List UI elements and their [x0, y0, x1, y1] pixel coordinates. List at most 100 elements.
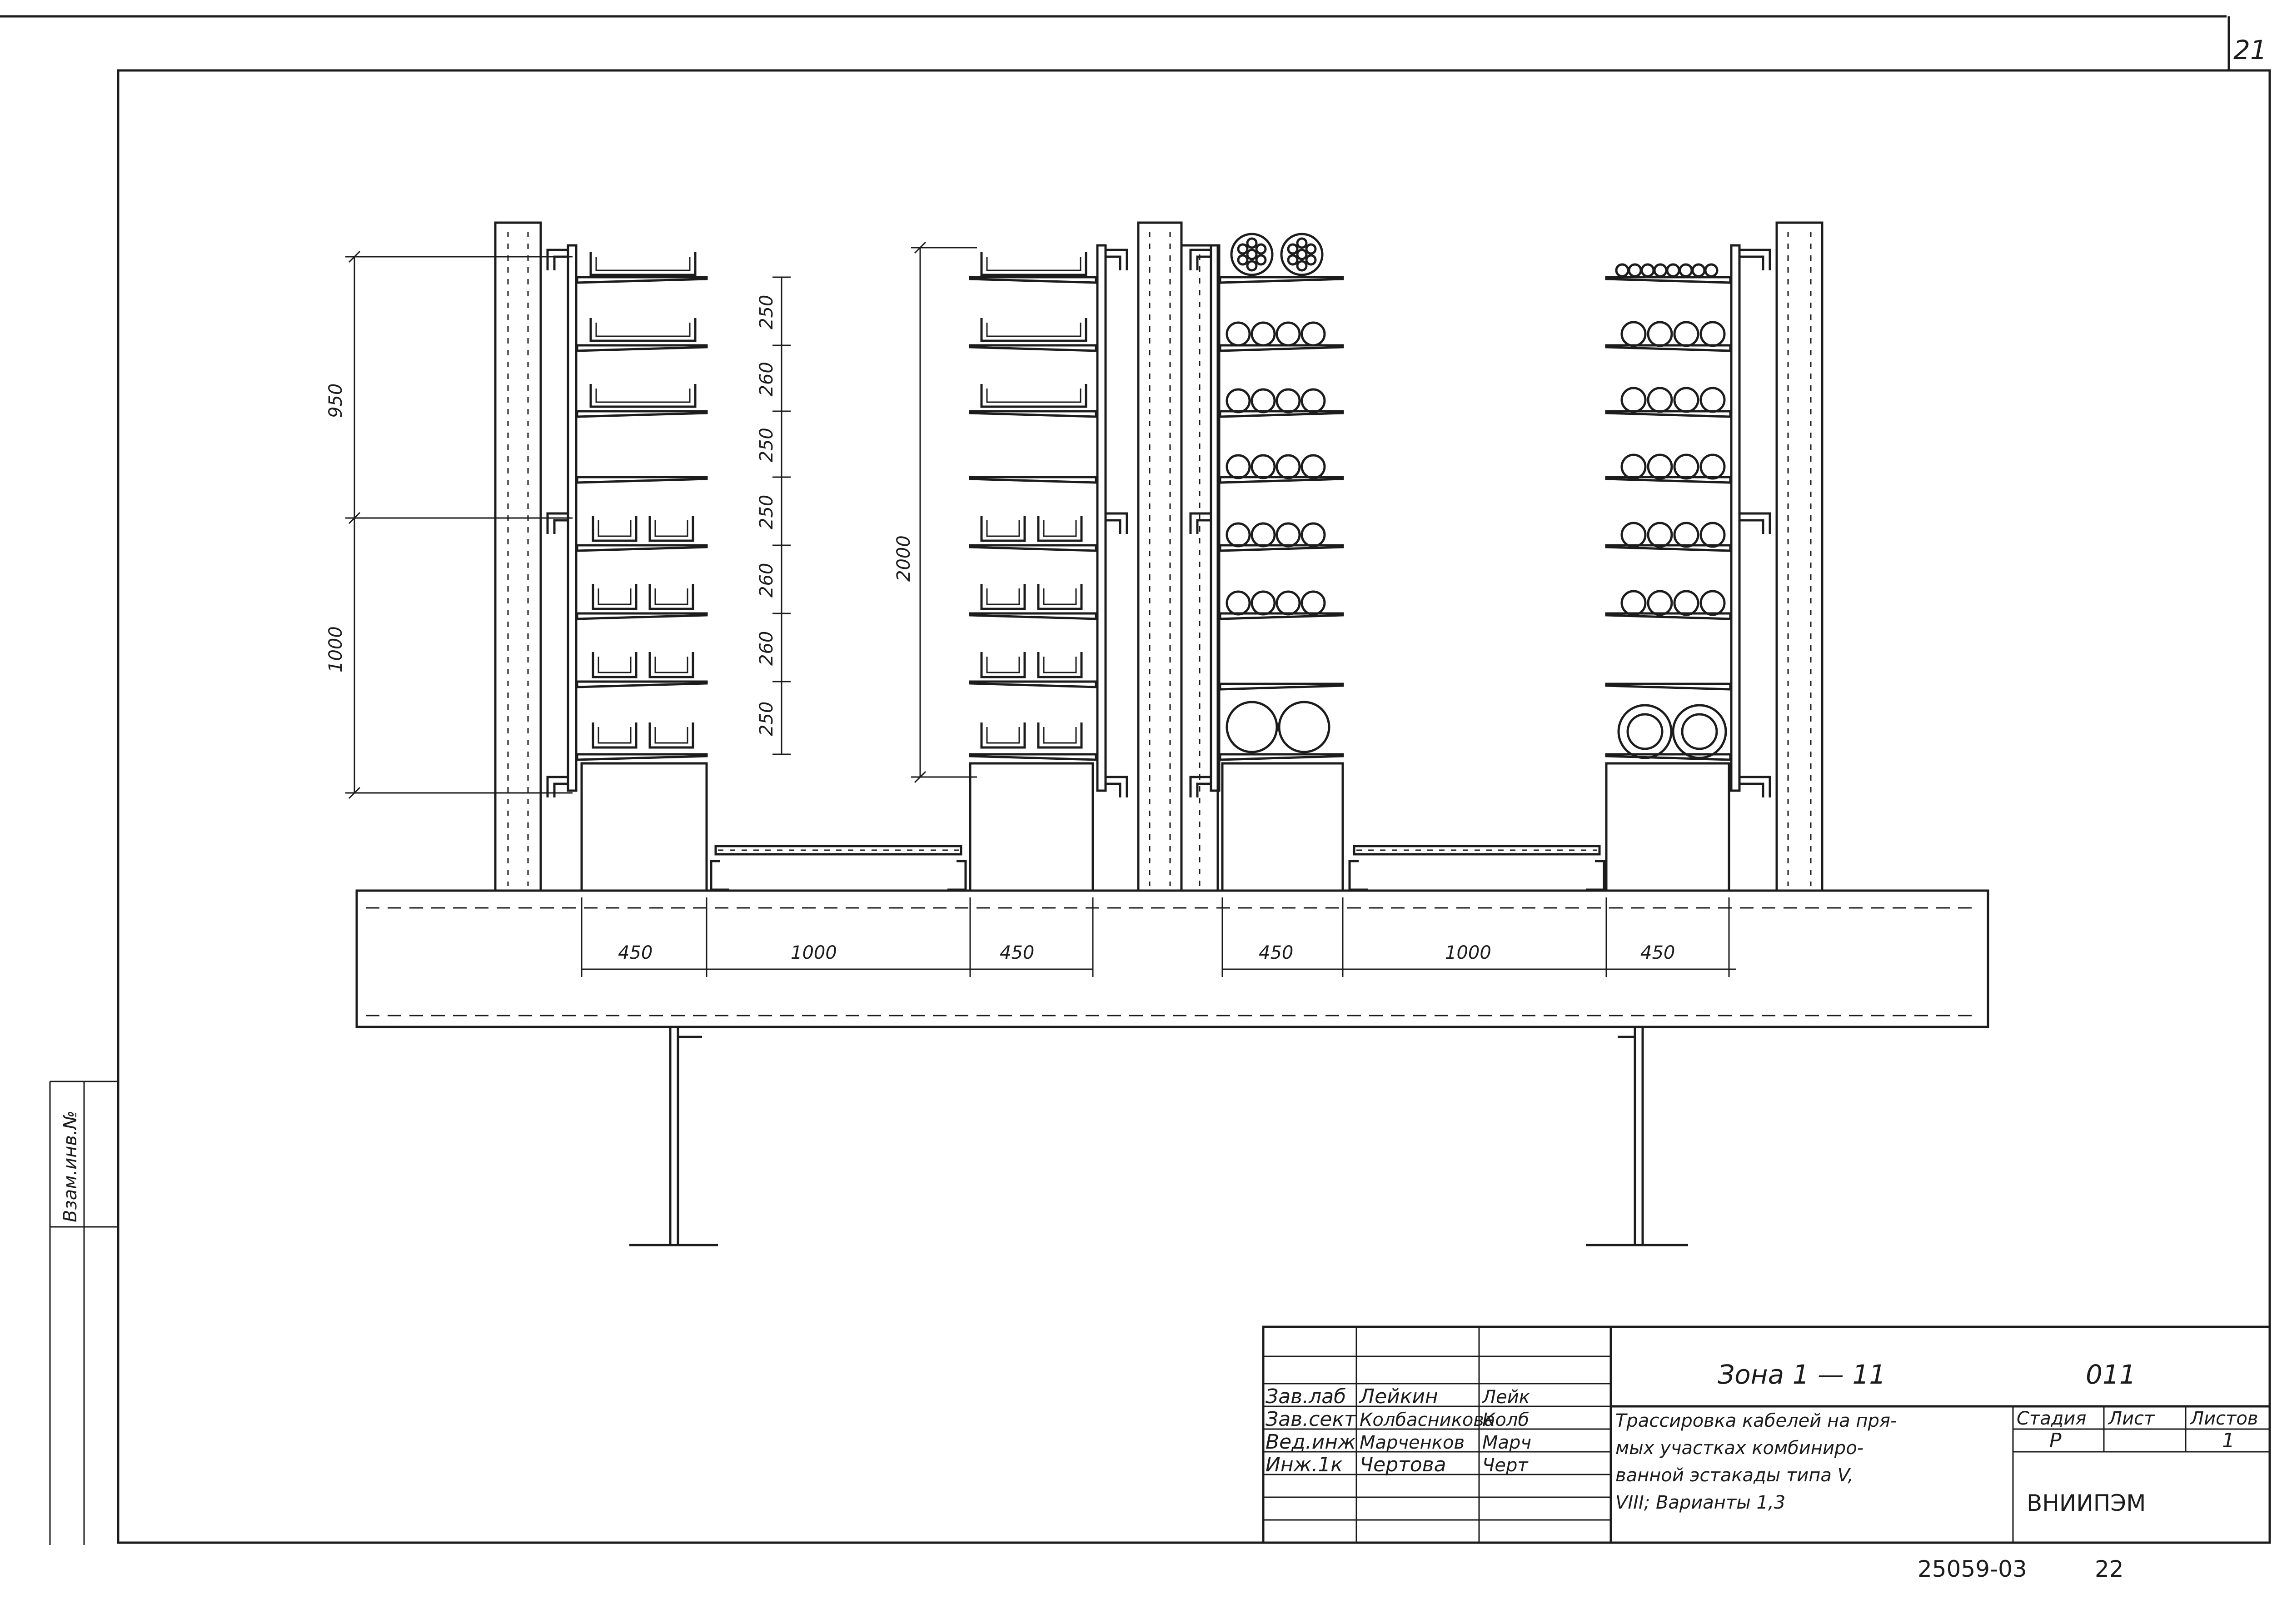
small-cable [1628, 263, 1642, 278]
cable [1647, 321, 1673, 347]
cable [1276, 388, 1301, 413]
shelf-arm [576, 612, 708, 620]
center-vertical-dimension [911, 241, 977, 783]
shelf-arm [1219, 476, 1344, 484]
shelf-arm [969, 544, 1097, 552]
backing-plate-4 [1730, 244, 1741, 792]
shelf-arm [1605, 682, 1732, 691]
description-line-4: VIII; Варианты 1,3 [1615, 1492, 1785, 1513]
channel-tray [648, 652, 694, 678]
cable-bundle [1280, 233, 1324, 276]
cable [1699, 453, 1726, 480]
dim-bottom-3: 450 [1000, 942, 1034, 963]
cable [1620, 522, 1647, 548]
bundle-core [1287, 243, 1299, 255]
backing-plate-2 [1096, 244, 1107, 792]
bottom-code: 25059-03 [1918, 1556, 2027, 1582]
channel-tray-inner [1043, 588, 1077, 605]
channel-tray-inner [986, 389, 1081, 403]
channel-tray-inner [654, 657, 688, 673]
shelf-arm [1219, 682, 1344, 691]
channel-tray-inner [598, 657, 632, 673]
cable [1300, 590, 1326, 616]
cable [1673, 387, 1699, 413]
drawing-frame [117, 69, 2271, 1544]
channel-tray-inner [986, 588, 1020, 605]
channel-tray-inner [1043, 727, 1077, 744]
sheet-code: 011 [2086, 1359, 2136, 1390]
shelf-arm [576, 753, 708, 761]
cable [1699, 590, 1726, 616]
cable [1699, 387, 1726, 413]
dim-2000: 2000 [893, 535, 914, 582]
large-cable [1226, 701, 1278, 753]
channel-tray-inner [598, 588, 632, 605]
cable [1251, 454, 1276, 479]
title-block-grid [1262, 1325, 2271, 1544]
channel-tray [1037, 722, 1083, 749]
channel-tray [589, 252, 697, 276]
channel-tray [589, 318, 697, 342]
channel-tray [648, 584, 694, 610]
channel-tray-inner [598, 727, 632, 744]
dim-bottom-5: 1000 [1445, 942, 1491, 963]
shelf-arm [1605, 476, 1732, 484]
staff-name-1: Лейкин [1359, 1385, 1438, 1408]
cable [1251, 590, 1276, 616]
shelf-arm [1605, 612, 1732, 620]
cable-bundle [1230, 233, 1274, 276]
shelf-arm [1605, 544, 1732, 552]
shelf-arm [969, 410, 1097, 418]
small-cable [1704, 263, 1719, 278]
pedestal-1 [580, 762, 708, 892]
channel-tray [589, 384, 697, 408]
shelf-arm [969, 612, 1097, 620]
cable [1673, 321, 1699, 347]
staff-name-2: Колбасникова [1360, 1410, 1495, 1430]
backing-plate-3 [1210, 244, 1221, 792]
description-line-2: мых участках комбиниро- [1615, 1438, 1863, 1459]
cable [1673, 590, 1699, 616]
pedestal-3 [1221, 762, 1344, 892]
shelf-spacing-label: 260 [756, 631, 777, 666]
shelf-spacing-label: 250 [756, 702, 777, 736]
bundle-core [1296, 237, 1308, 249]
shelf-arm [1219, 612, 1344, 620]
channel-tray-inner [986, 727, 1020, 744]
bundle-core [1305, 254, 1317, 266]
large-cable-inner [1681, 713, 1718, 750]
staff-role-1: Зав.лаб [1266, 1385, 1346, 1408]
header-sheets: Листов [2189, 1408, 2258, 1429]
dim-bottom-4: 450 [1259, 942, 1293, 963]
channel-tray-inner [595, 323, 691, 337]
shelf-arm [576, 410, 708, 418]
cable [1647, 453, 1673, 480]
cable [1699, 321, 1726, 347]
shelf-arm [969, 476, 1097, 484]
shelf-spacing-label: 260 [756, 563, 777, 598]
large-cable [1617, 704, 1673, 759]
channel-tray-inner [654, 520, 688, 537]
cable [1300, 522, 1326, 548]
staff-name-4: Чертова [1360, 1453, 1446, 1476]
cable [1276, 321, 1301, 347]
bundle-core [1237, 254, 1249, 266]
cable [1699, 522, 1726, 548]
shelf-arm [969, 344, 1097, 352]
floor-tray-right [1348, 845, 1605, 891]
shelf-arm [1219, 276, 1344, 284]
channel-tray [1037, 652, 1083, 678]
shelf-arm [969, 753, 1097, 761]
channel-tray-inner [595, 257, 691, 271]
shelf-spacing-label: 250 [756, 295, 777, 329]
channel-tray [980, 516, 1026, 542]
value-sheets: 1 [2222, 1429, 2235, 1452]
channel-tray-inner [986, 520, 1020, 537]
dim-bottom-2: 1000 [791, 942, 837, 963]
bundle-core [1296, 260, 1308, 272]
dim-950: 950 [325, 384, 346, 418]
cables [1226, 233, 1727, 759]
channel-tray [592, 584, 638, 610]
cable [1226, 522, 1251, 548]
